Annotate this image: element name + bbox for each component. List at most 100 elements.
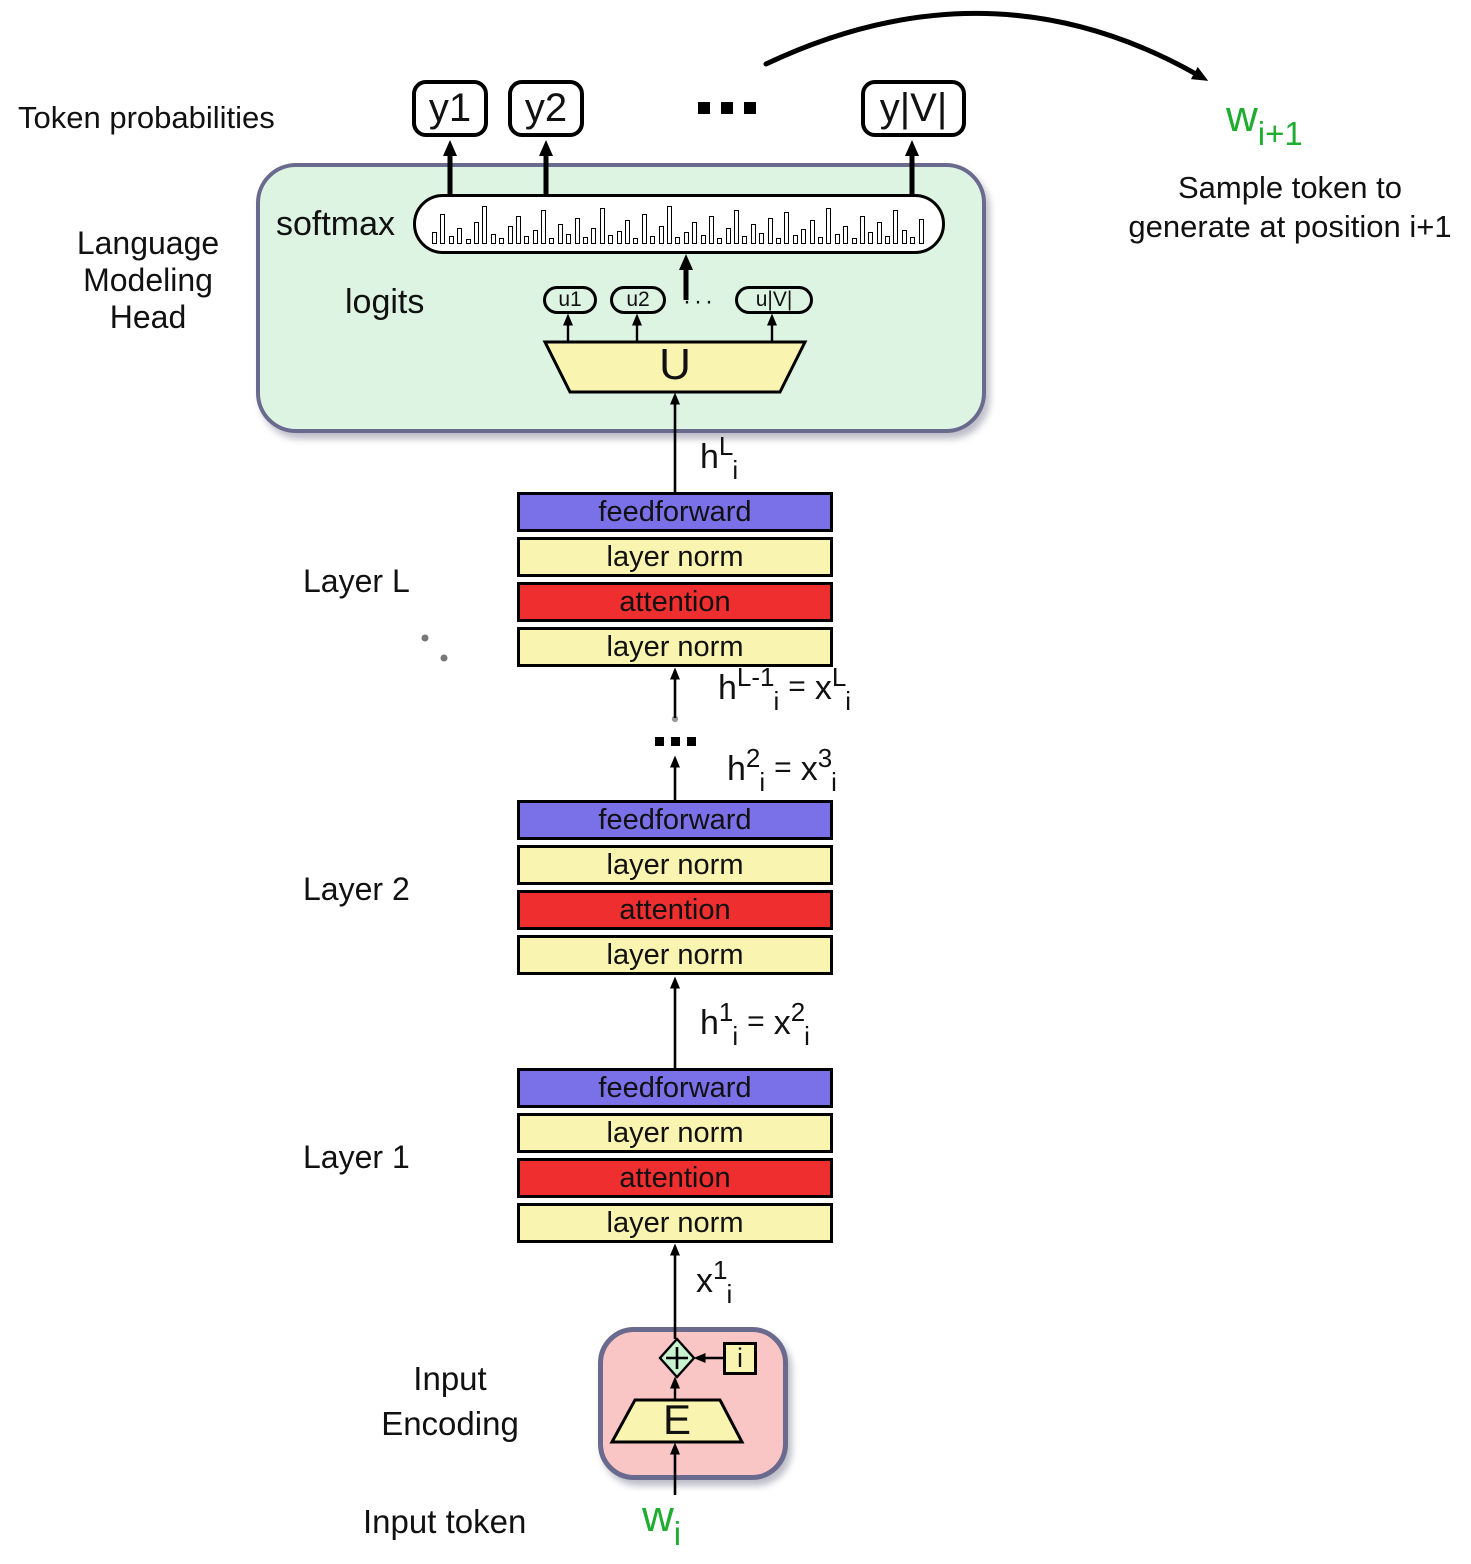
histogram-bar <box>515 216 521 244</box>
logit-pill-u2: u2 <box>610 286 666 314</box>
histogram-bar <box>918 219 924 244</box>
histogram-bar <box>692 222 698 244</box>
softmax-label: softmax <box>276 205 396 243</box>
unembedding-label: U <box>659 340 691 389</box>
hidden-state-eq-Lm1: hL-1i=xLi <box>718 662 852 716</box>
layer-norm-block: layer norm <box>517 1203 833 1243</box>
histogram-bar <box>893 210 899 244</box>
y1-box: y1 <box>412 80 488 137</box>
position-index-box: i <box>723 1342 757 1375</box>
histogram-bar <box>616 231 622 244</box>
histogram-bar <box>507 226 513 244</box>
histogram-bar <box>750 224 756 244</box>
language-modeling-head-label: Language Modeling Head <box>76 225 220 335</box>
histogram-bar <box>901 230 907 244</box>
histogram-bar <box>843 226 849 244</box>
histogram-bar <box>885 236 891 244</box>
input-encoding-label: Input Encoding <box>381 1360 519 1442</box>
histogram-bar <box>801 229 807 244</box>
diagonal-ellipsis-dot <box>440 654 448 662</box>
y-ellipsis-dot <box>721 102 733 114</box>
histogram-bar <box>557 224 563 244</box>
y-ellipsis-dot <box>744 102 756 114</box>
layer-1-stack: feedforward layer norm attention layer n… <box>517 1068 833 1248</box>
input-vector-label: x1i <box>696 1255 733 1309</box>
histogram-bar <box>440 214 446 244</box>
histogram-bar <box>490 234 496 244</box>
mid-ellipsis-dot <box>671 737 680 746</box>
y1-label: y1 <box>428 86 472 130</box>
histogram-bar <box>457 228 463 244</box>
feedforward-block: feedforward <box>517 492 833 532</box>
layer-2-label: Layer 2 <box>303 871 410 907</box>
histogram-bar <box>851 238 857 244</box>
mid-ellipsis-dot <box>655 737 664 746</box>
embedding-label: E <box>662 1396 691 1443</box>
histogram-bar <box>624 220 630 244</box>
token-probabilities-label: Token probabilities <box>18 100 275 135</box>
yV-box: y|V| <box>861 80 966 137</box>
sampled-token-symbol: wi+1 <box>1226 92 1303 152</box>
softmax-distribution-bar <box>413 194 945 254</box>
feedforward-block: feedforward <box>517 1068 833 1108</box>
histogram-bar <box>591 228 597 244</box>
histogram-bar <box>859 216 865 244</box>
histogram-bar <box>448 236 454 244</box>
hidden-state-L-label: hLi <box>700 431 739 485</box>
histogram-bar <box>549 238 555 244</box>
attention-block: attention <box>517 1158 833 1198</box>
histogram-bar <box>759 233 765 244</box>
histogram-bar <box>650 236 656 244</box>
layer-norm-block: layer norm <box>517 845 833 885</box>
histogram-bar <box>641 214 647 244</box>
histogram-bar <box>666 206 672 244</box>
sample-note: Sample token to generate at position i+1 <box>1128 170 1452 244</box>
input-token-label: Input token <box>363 1503 527 1540</box>
histogram-bar <box>566 234 572 244</box>
histogram-bar <box>432 232 437 244</box>
histogram-bar <box>541 210 547 244</box>
diagonal-ellipsis-dot <box>421 634 429 642</box>
y2-label: y2 <box>524 86 568 130</box>
histogram-bar <box>532 230 538 244</box>
histogram-bar <box>826 208 832 244</box>
yV-label: y|V| <box>879 86 948 130</box>
histogram-bar <box>482 206 488 244</box>
histogram-bar <box>683 232 689 244</box>
logits-label: logits <box>345 283 425 321</box>
histogram-bar <box>583 237 589 244</box>
input-token-symbol: wi <box>642 1492 682 1552</box>
histogram-bar <box>599 208 605 244</box>
histogram-bar <box>574 218 580 244</box>
histogram-bar <box>868 232 874 244</box>
logit-pill-uV: u|V| <box>735 286 813 314</box>
sample-token-curved-arrow <box>763 11 1209 81</box>
layer-2-stack: feedforward layer norm attention layer n… <box>517 800 833 980</box>
histogram-bar <box>608 235 614 244</box>
histogram-bar <box>742 236 748 244</box>
ellipsis-dot-arrow-base <box>671 715 679 723</box>
histogram-bar <box>834 234 840 244</box>
histogram-bar <box>734 210 740 244</box>
histogram-bar <box>784 212 790 244</box>
y2-box: y2 <box>508 80 584 137</box>
layer-1-label: Layer 1 <box>303 1139 410 1175</box>
attention-block: attention <box>517 890 833 930</box>
histogram-bar <box>700 235 706 244</box>
histogram-bar <box>717 238 723 244</box>
layer-norm-block: layer norm <box>517 627 833 667</box>
layer-L-stack: feedforward layer norm attention layer n… <box>517 492 833 672</box>
layer-L-label: Layer L <box>303 563 410 599</box>
histogram-bar <box>809 220 815 244</box>
histogram-bar <box>817 237 823 244</box>
histogram-bar <box>465 239 471 244</box>
histogram-bar <box>725 228 731 244</box>
histogram-bar <box>633 238 639 244</box>
logit-pill-u1: u1 <box>543 286 597 314</box>
attention-block: attention <box>517 582 833 622</box>
histogram-bar <box>708 216 714 244</box>
histogram-bar <box>910 237 916 244</box>
layer-norm-block: layer norm <box>517 935 833 975</box>
histogram-bar <box>792 235 798 244</box>
histogram-bar <box>767 218 773 244</box>
